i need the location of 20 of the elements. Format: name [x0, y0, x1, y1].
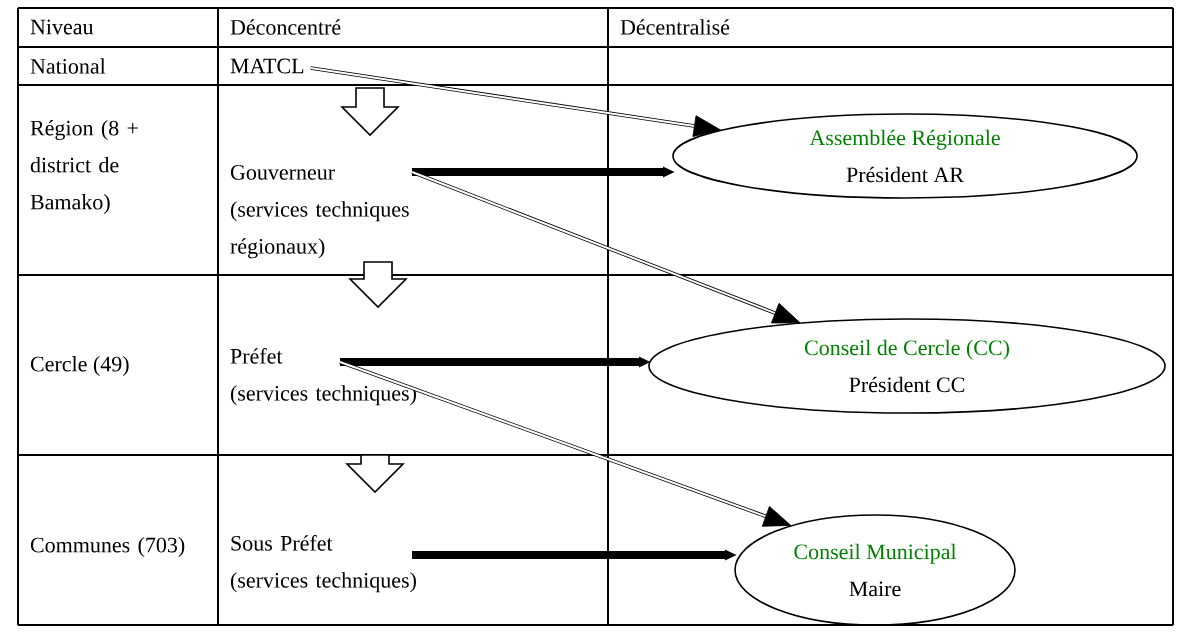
oval-node: Assemblée Régionale Président AR	[672, 113, 1138, 199]
cell-text: National	[30, 58, 106, 74]
cell-text: MATCL	[230, 58, 304, 74]
arrow	[348, 261, 408, 309]
cell-text: Décentralisé	[620, 19, 730, 35]
cell-text: Communes (703)	[30, 537, 185, 557]
cell-text: Région (8 + district de Bamako)	[30, 120, 138, 214]
cell-text: Sous Préfet (services techniques)	[231, 535, 416, 593]
arrow	[340, 87, 400, 137]
arrow	[309, 66, 722, 137]
cell-text: Gouverneur (services techniques régionaux)	[230, 165, 409, 259]
cell-text: Préfet (services techniques)	[230, 348, 416, 406]
cell-text: Cercle (49)	[30, 356, 129, 376]
cell-text: Niveau	[30, 19, 94, 35]
arrow	[345, 454, 405, 494]
arrow	[411, 170, 801, 324]
cell-text: Déconcentré	[230, 19, 341, 35]
oval-node: Conseil de Cercle (CC) Président CC	[648, 318, 1166, 414]
oval-node: Conseil Municipal Maire	[734, 514, 1016, 626]
arrow	[339, 360, 792, 527]
